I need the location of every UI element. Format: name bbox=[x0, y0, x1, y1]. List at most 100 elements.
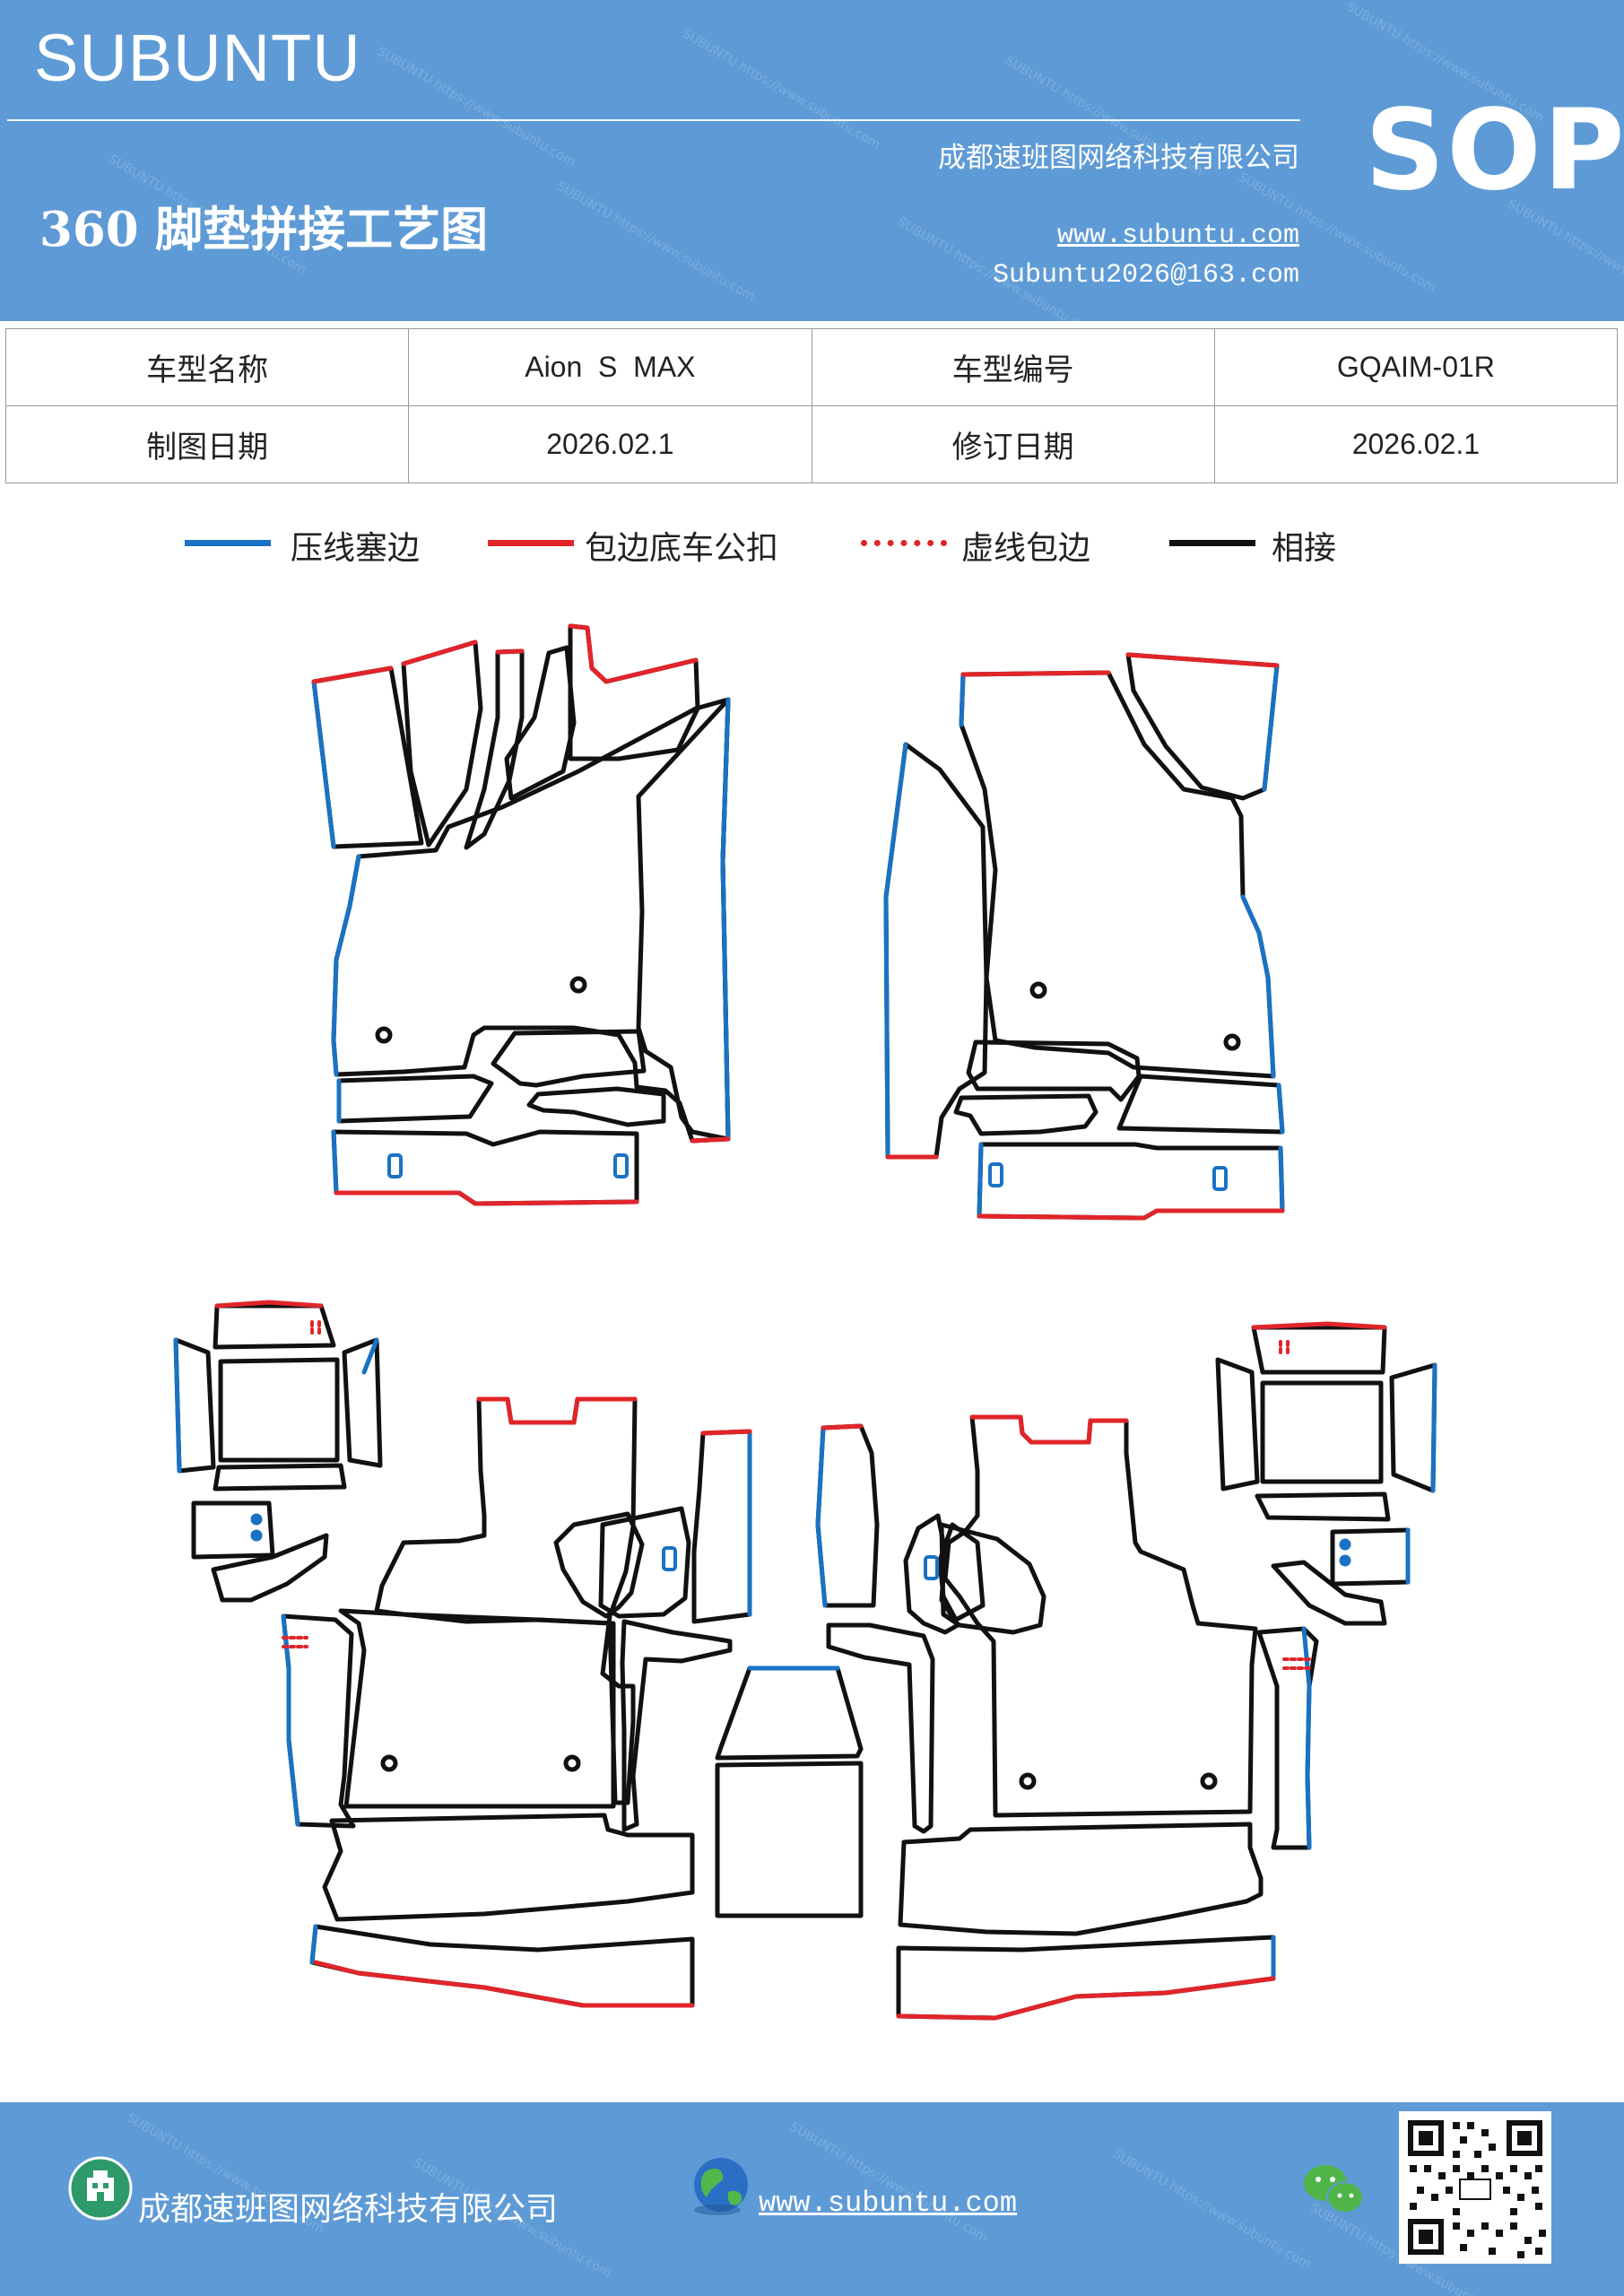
edge-wrap-edges bbox=[214, 623, 1387, 2021]
anchor-hole bbox=[375, 1026, 393, 1044]
legend-label: 压线塞边 bbox=[291, 530, 421, 567]
clip-slot bbox=[387, 1153, 403, 1178]
mat-piece bbox=[191, 1500, 275, 1560]
revision-date-value: 2026.02.1 bbox=[1213, 405, 1619, 483]
mat-piece bbox=[815, 1423, 880, 1608]
rear-right-mat bbox=[815, 1325, 1437, 2021]
mat-piece bbox=[896, 1935, 1276, 2021]
mat-piece bbox=[173, 1337, 216, 1474]
legend-label: 虚线包边 bbox=[961, 530, 1091, 567]
anchor-hole bbox=[1200, 1772, 1218, 1790]
footer-company-name: 成都速班图网络科技有限公司 bbox=[138, 2191, 559, 2228]
floor-mat-diagram bbox=[173, 623, 1437, 2021]
legend-item-dotted-wrap: 虚线包边 bbox=[861, 522, 1130, 576]
mat-piece bbox=[883, 742, 989, 1160]
mat-piece bbox=[953, 1093, 1099, 1136]
mat-piece bbox=[620, 1619, 733, 1832]
table-row: 车型名称 Aion S MAX 车型编号 GQAIM-01R bbox=[4, 328, 1619, 406]
mat-piece bbox=[942, 1414, 1258, 1818]
mat-piece bbox=[1260, 1380, 1384, 1484]
mat-piece bbox=[1125, 652, 1280, 801]
mat-piece bbox=[598, 1506, 691, 1619]
legend-swatch-red-dotted bbox=[861, 540, 947, 546]
mat-piece bbox=[1215, 1357, 1260, 1492]
building-icon bbox=[68, 2156, 133, 2221]
rear-left-mat bbox=[173, 1303, 752, 2008]
mat-piece bbox=[504, 645, 577, 801]
table-row: 制图日期 2026.02.1 修订日期 2026.02.1 bbox=[4, 405, 1619, 483]
middle-tunnel-mat bbox=[715, 1665, 864, 1918]
footer-website-link[interactable]: www.subuntu.com bbox=[759, 2187, 1018, 2220]
press-line-edges bbox=[173, 663, 1437, 1981]
mat-piece bbox=[213, 1463, 347, 1492]
wechat-icon bbox=[1304, 2165, 1364, 2213]
anchor-hole bbox=[1029, 981, 1047, 999]
mat-piece bbox=[939, 1522, 1046, 1635]
mat-piece bbox=[374, 1396, 638, 1805]
front-left-mat bbox=[311, 623, 731, 1206]
footer-icons bbox=[68, 2111, 1551, 2264]
qr-code bbox=[1399, 2111, 1551, 2264]
model-name-label: 车型名称 bbox=[4, 328, 410, 406]
clip-slot bbox=[924, 1555, 939, 1580]
mat-piece bbox=[309, 1924, 695, 2008]
anchor-hole bbox=[563, 1754, 581, 1772]
anchor-hole bbox=[569, 976, 587, 994]
mat-piece bbox=[977, 1142, 1285, 1221]
mat-piece bbox=[464, 648, 525, 850]
mat-piece bbox=[322, 1813, 695, 1922]
model-name-value: Aion S MAX bbox=[408, 328, 812, 406]
mat-piece bbox=[903, 1513, 960, 1635]
mat-piece bbox=[1255, 1492, 1391, 1522]
legend-item-press-line: 压线塞边 bbox=[185, 522, 454, 576]
legend-item-edge-wrap: 包边底车公扣 bbox=[488, 522, 811, 576]
mat-piece bbox=[826, 1622, 935, 1834]
mat-piece bbox=[342, 1337, 383, 1468]
legend-swatch-black-solid bbox=[1169, 540, 1255, 546]
header-email: Subuntu2026@163.com bbox=[992, 260, 1299, 291]
revision-date-label: 修订日期 bbox=[811, 405, 1215, 483]
mat-piece bbox=[491, 1029, 647, 1088]
anchor-hole bbox=[1223, 1033, 1241, 1051]
sop-badge: SOP bbox=[1365, 86, 1624, 215]
watermark-pattern: SUBUNTU https://www.subuntu.com SUBUNTU … bbox=[106, 0, 1624, 321]
mat-piece bbox=[336, 1074, 494, 1124]
draw-date-label: 制图日期 bbox=[4, 405, 410, 483]
draw-date-value: 2026.02.1 bbox=[408, 405, 812, 483]
legend-label: 相接 bbox=[1272, 530, 1337, 567]
clip-slot bbox=[988, 1162, 1003, 1187]
header-company-name: 成都速班图网络科技有限公司 bbox=[938, 142, 1299, 174]
globe-icon bbox=[694, 2158, 748, 2215]
mat-piece bbox=[959, 670, 1276, 1079]
mat-piece bbox=[218, 1357, 340, 1463]
mat-piece bbox=[715, 1665, 864, 1761]
mat-piece bbox=[1116, 1074, 1285, 1135]
page-title: 360 脚垫拼接工艺图 bbox=[39, 202, 489, 257]
mat-piece bbox=[213, 1303, 336, 1350]
mat-piece bbox=[1389, 1362, 1437, 1493]
header-divider bbox=[7, 119, 1300, 121]
legend-item-joined: 相接 bbox=[1169, 522, 1367, 576]
mat-piece bbox=[715, 1761, 864, 1918]
mat-piece bbox=[553, 1511, 645, 1619]
dotted-wrap-marks bbox=[282, 1320, 1313, 1670]
button-dot bbox=[250, 1513, 263, 1526]
header-website-link[interactable]: www.subuntu.com bbox=[1056, 221, 1299, 251]
clip-slot bbox=[662, 1546, 677, 1571]
mat-piece bbox=[691, 1429, 752, 1624]
mat-piece bbox=[966, 1039, 1142, 1102]
button-dot bbox=[250, 1529, 263, 1542]
page-footer: SUBUNTU https://www.subuntu.com SUBUNTU … bbox=[0, 2102, 1624, 2296]
model-code-label: 车型编号 bbox=[811, 328, 1215, 406]
clip-slot bbox=[1212, 1166, 1228, 1191]
legend-label: 包边底车公扣 bbox=[585, 530, 779, 567]
mat-piece bbox=[338, 1608, 616, 1809]
button-dot bbox=[1339, 1538, 1351, 1551]
mat-piece bbox=[898, 1822, 1264, 1936]
model-code-value: GQAIM-01R bbox=[1213, 328, 1619, 406]
legend-swatch-red-solid bbox=[488, 540, 574, 546]
mat-piece bbox=[211, 1533, 329, 1603]
legend-swatch-blue-solid bbox=[185, 540, 271, 546]
anchor-hole bbox=[1019, 1772, 1037, 1790]
mat-piece bbox=[1251, 1325, 1387, 1375]
